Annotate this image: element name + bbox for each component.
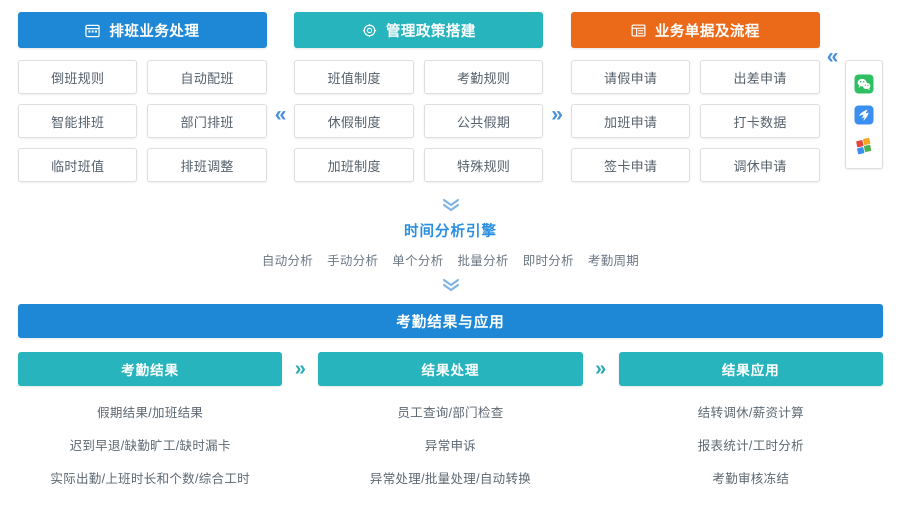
chevron-left-separator-1: « [274, 102, 287, 126]
result-head-result-application[interactable]: 结果应用 [618, 352, 883, 386]
tile-forms-3[interactable]: 打卡数据 [700, 104, 820, 138]
chevron-right-separator-2: » [551, 102, 563, 126]
tile-forms-0[interactable]: 请假申请 [570, 60, 691, 94]
results-columns: 考勤结果 假期结果/加班结果 迟到早退/缺勤旷工/缺时漏卡 实际出勤/上班时长和… [18, 352, 883, 487]
chevron-down-icon-top [441, 196, 461, 214]
results-banner: 考勤结果与应用 [18, 304, 883, 338]
result-line-0-0: 假期结果/加班结果 [97, 406, 204, 420]
module-header-label: 业务单据及流程 [654, 23, 760, 40]
engine-item-5[interactable]: 考勤周期 [587, 254, 640, 268]
module-header-policy[interactable]: 管理政策搭建 [294, 12, 544, 48]
result-head-result-processing[interactable]: 结果处理 [318, 352, 583, 386]
engine-item-1[interactable]: 手动分析 [327, 254, 379, 268]
tile-policy-3[interactable]: 公共假期 [423, 104, 544, 138]
tile-forms-4[interactable]: 签卡申请 [570, 148, 691, 182]
module-column-forms: 业务单据及流程 请假申请 出差申请 加班申请 打卡数据 签卡申请 调休申请 [570, 12, 820, 182]
form-document-icon [631, 23, 646, 38]
tile-scheduling-0[interactable]: 倒班规则 [18, 60, 138, 94]
chevron-down-glyph [442, 278, 459, 292]
result-lines-result-application: 结转调休/薪资计算 报表统计/工时分析 考勤审核冻结 [619, 402, 883, 487]
module-column-policy: 管理政策搭建 班值制度 考勤规则 休假制度 公共假期 加班制度 特殊规则 [294, 12, 544, 182]
result-column-attendance-results: 考勤结果 假期结果/加班结果 迟到早退/缺勤旷工/缺时漏卡 实际出勤/上班时长和… [18, 352, 283, 487]
tile-forms-1[interactable]: 出差申请 [700, 60, 820, 94]
module-tile-grid-forms: 请假申请 出差申请 加班申请 打卡数据 签卡申请 调休申请 [570, 60, 820, 182]
wechat-icon[interactable] [854, 74, 874, 94]
engine-item-2[interactable]: 单个分析 [392, 254, 444, 268]
engine-item-0[interactable]: 自动分析 [261, 254, 314, 268]
module-header-label: 管理政策搭建 [385, 23, 476, 40]
tile-scheduling-3[interactable]: 部门排班 [147, 104, 267, 138]
result-lines-attendance-results: 假期结果/加班结果 迟到早退/缺勤旷工/缺时漏卡 实际出勤/上班时长和个数/综合… [18, 402, 282, 487]
module-header-scheduling[interactable]: 排班业务处理 [18, 12, 267, 48]
windows-icon[interactable] [854, 136, 874, 156]
result-line-1-1: 异常申诉 [424, 439, 477, 453]
analysis-engine-section: 时间分析引擎 自动分析 手动分析 单个分析 批量分析 即时分析 考勤周期 [0, 196, 901, 294]
chevron-down-icon-bottom [441, 276, 461, 294]
tile-policy-0[interactable]: 班值制度 [294, 60, 414, 94]
chevron-left-separator-3: « [826, 45, 839, 68]
engine-item-3[interactable]: 批量分析 [457, 254, 509, 268]
engine-items-list: 自动分析 手动分析 单个分析 批量分析 即时分析 考勤周期 [262, 250, 639, 269]
chevron-right-results-sep-2: » [595, 358, 607, 380]
results-section: 考勤结果与应用 考勤结果 假期结果/加班结果 迟到早退/缺勤旷工/缺时漏卡 实际… [0, 304, 901, 487]
result-line-2-2: 考勤审核冻结 [712, 472, 790, 486]
tile-forms-5[interactable]: 调休申请 [700, 148, 820, 182]
policy-gear-icon [362, 23, 377, 38]
module-header-forms[interactable]: 业务单据及流程 [570, 12, 820, 48]
top-modules-section: 排班业务处理 倒班规则 自动配班 智能排班 部门排班 临时班值 排班调整 « 管… [0, 0, 901, 182]
module-tile-grid-policy: 班值制度 考勤规则 休假制度 公共假期 加班制度 特殊规则 [294, 60, 544, 182]
chevron-down-glyph [442, 198, 459, 212]
result-lines-result-processing: 员工查询/部门检查 异常申诉 异常处理/批量处理/自动转换 [318, 402, 582, 487]
engine-title: 时间分析引擎 [404, 224, 497, 240]
tile-scheduling-1[interactable]: 自动配班 [147, 60, 267, 94]
module-column-scheduling: 排班业务处理 倒班规则 自动配班 智能排班 部门排班 临时班值 排班调整 [18, 12, 267, 182]
tile-policy-2[interactable]: 休假制度 [294, 104, 414, 138]
engine-item-4[interactable]: 即时分析 [522, 254, 574, 268]
tile-policy-1[interactable]: 考勤规则 [423, 60, 544, 94]
result-line-2-0: 结转调休/薪资计算 [697, 406, 804, 420]
tile-scheduling-5[interactable]: 排班调整 [147, 148, 267, 182]
chevron-right-results-sep-1: » [294, 358, 306, 380]
result-column-result-application: 结果应用 结转调休/薪资计算 报表统计/工时分析 考勤审核冻结 [618, 352, 883, 487]
result-line-0-2: 实际出勤/上班时长和个数/综合工时 [50, 472, 250, 486]
result-line-1-0: 员工查询/部门检查 [397, 406, 504, 420]
tile-policy-5[interactable]: 特殊规则 [423, 148, 544, 182]
integration-apps-panel [845, 60, 883, 169]
tile-forms-2[interactable]: 加班申请 [570, 104, 691, 138]
result-line-0-1: 迟到早退/缺勤旷工/缺时漏卡 [69, 439, 231, 453]
tile-policy-4[interactable]: 加班制度 [294, 148, 414, 182]
dingtalk-icon[interactable] [854, 105, 874, 125]
result-line-2-1: 报表统计/工时分析 [697, 439, 804, 453]
module-tile-grid-scheduling: 倒班规则 自动配班 智能排班 部门排班 临时班值 排班调整 [18, 60, 267, 182]
tile-scheduling-2[interactable]: 智能排班 [18, 104, 138, 138]
tile-scheduling-4[interactable]: 临时班值 [18, 148, 138, 182]
result-line-1-2: 异常处理/批量处理/自动转换 [369, 472, 532, 486]
result-head-attendance-results[interactable]: 考勤结果 [18, 352, 283, 386]
result-column-result-processing: 结果处理 员工查询/部门检查 异常申诉 异常处理/批量处理/自动转换 [318, 352, 583, 487]
calendar-icon [85, 23, 101, 38]
module-header-label: 排班业务处理 [109, 23, 200, 40]
